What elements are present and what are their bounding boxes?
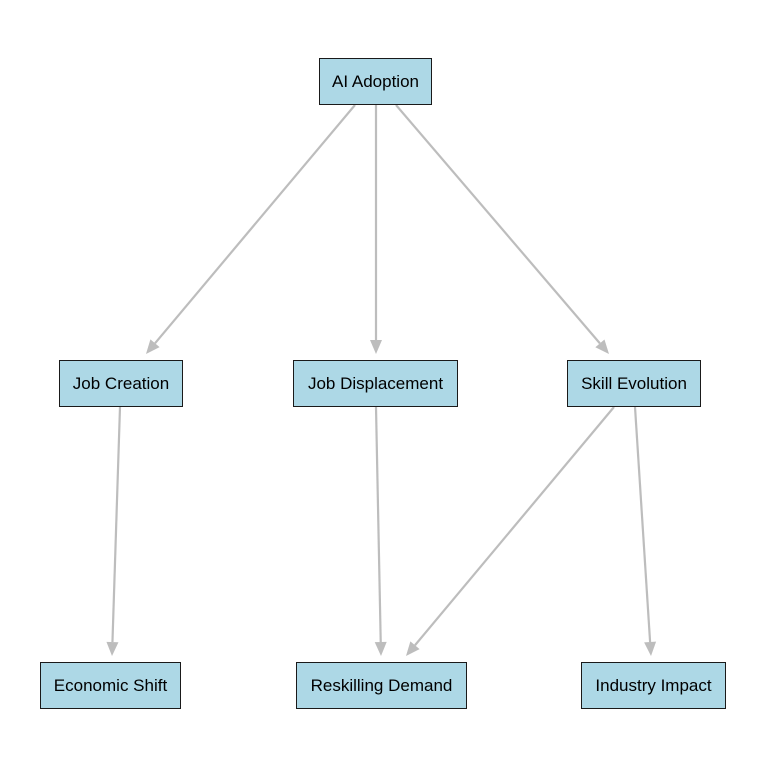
edge-skill_evolution-to-reskilling_demand <box>414 406 615 646</box>
arrowhead-ai_adoption-to-job_creation <box>146 339 160 354</box>
arrowhead-ai_adoption-to-job_displacement <box>370 340 382 354</box>
node-industry-impact: Industry Impact <box>581 662 726 709</box>
arrowhead-skill_evolution-to-reskilling_demand <box>406 641 420 656</box>
node-skill-evolution: Skill Evolution <box>567 360 701 407</box>
arrowhead-job_displacement-to-reskilling_demand <box>374 641 387 656</box>
node-economic-shift: Economic Shift <box>40 662 181 709</box>
edge-ai_adoption-to-job_creation <box>154 104 356 344</box>
edge-job_creation-to-economic_shift <box>111 406 122 643</box>
node-job-creation: Job Creation <box>59 360 183 407</box>
edge-skill_evolution-to-industry_impact <box>633 406 652 643</box>
edge-ai_adoption-to-skill_evolution <box>395 104 601 345</box>
edge-job_displacement-to-reskilling_demand <box>374 406 382 643</box>
node-ai-adoption: AI Adoption <box>319 58 432 105</box>
node-job-displacement: Job Displacement <box>293 360 458 407</box>
arrowhead-ai_adoption-to-skill_evolution <box>595 339 609 354</box>
arrowhead-job_creation-to-economic_shift <box>106 641 119 656</box>
arrowhead-skill_evolution-to-industry_impact <box>644 641 657 656</box>
node-reskilling-demand: Reskilling Demand <box>296 662 467 709</box>
